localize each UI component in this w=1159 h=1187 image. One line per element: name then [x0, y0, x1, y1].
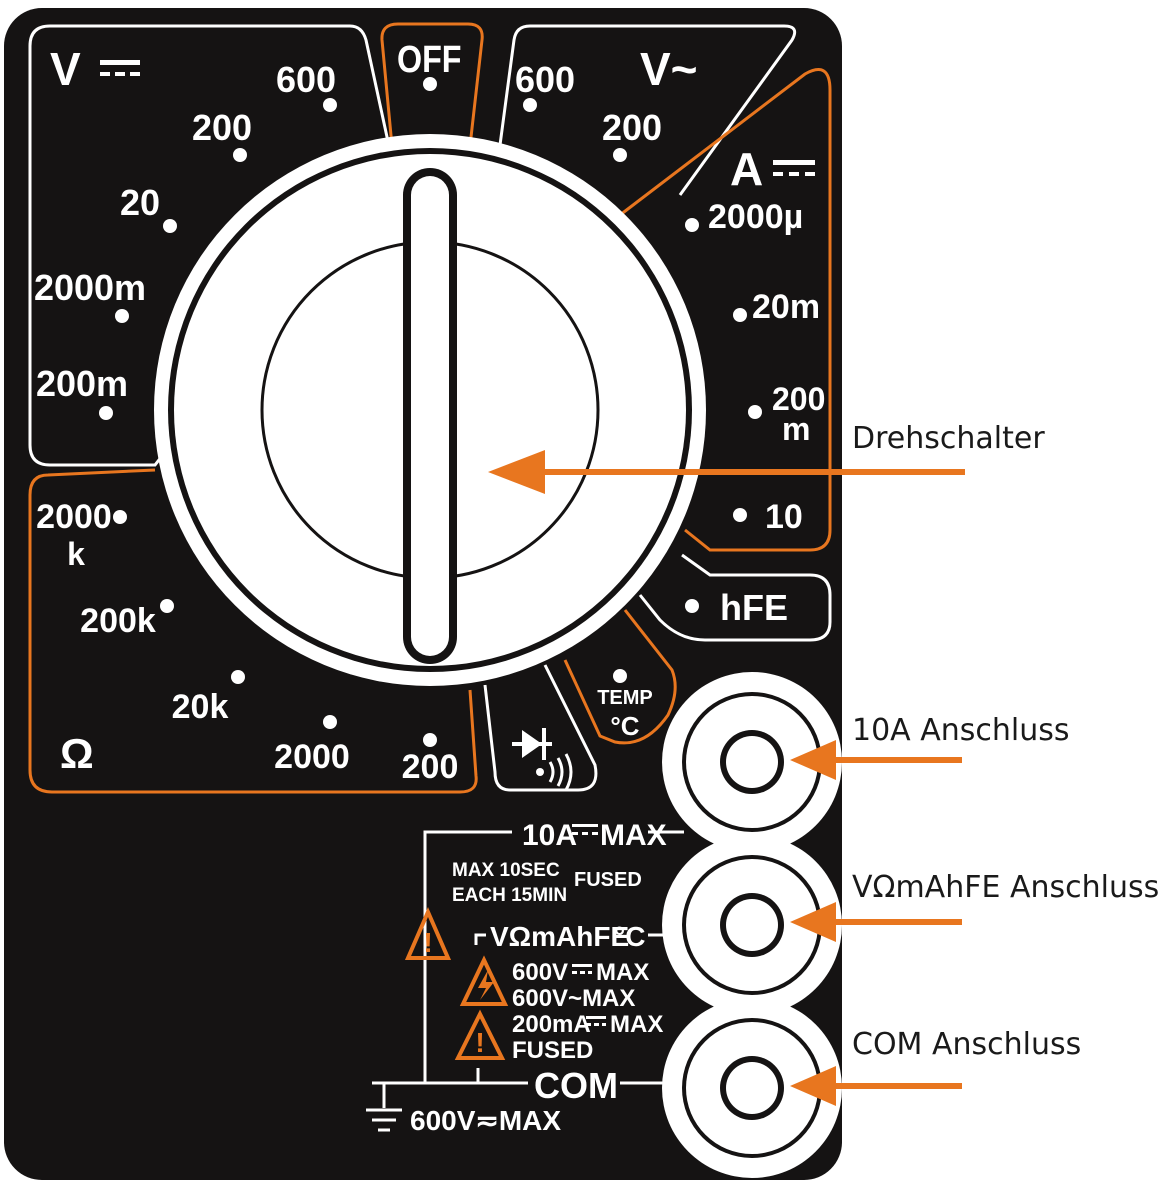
- hfe-dot: [685, 599, 699, 613]
- dcv-v-letter: V: [50, 43, 81, 95]
- dcv-range-label: 2000m: [34, 267, 146, 308]
- high-voltage-warning-icon: [459, 955, 509, 1006]
- rating-max-10sec: MAX 10SEC: [452, 860, 560, 881]
- rating-600v-dc: 600V: [512, 959, 568, 986]
- arrow-jack-com: [790, 1066, 962, 1106]
- acv-range-label: 600: [515, 59, 575, 100]
- arrow-jack-10a: [790, 740, 962, 780]
- rating-deg-c: °C: [614, 921, 645, 952]
- acv-section-outline: [496, 24, 797, 196]
- rating-fused-bottom: FUSED: [512, 1037, 593, 1064]
- ohm-range-dot: [423, 733, 437, 747]
- jack-vomah[interactable]: [662, 835, 842, 1015]
- rotary-switch[interactable]: [154, 134, 706, 686]
- acv-symbol: V~: [640, 43, 698, 95]
- dca-section-outline: [619, 68, 832, 552]
- ohm-ranges: 2000 k 200k 20k 2000 200: [36, 498, 458, 786]
- hfe-label: hFE: [720, 587, 788, 628]
- acv-ranges: 600 200: [515, 59, 662, 162]
- dcv-range-label: 200: [192, 107, 252, 148]
- svg-text:!: !: [423, 927, 432, 958]
- dca-range-dot: [748, 405, 762, 419]
- off-dot: [423, 77, 437, 91]
- dcv-range-dot: [163, 219, 177, 233]
- arrow-drehschalter: [488, 450, 965, 494]
- rating-600v-ac: 600V~MAX: [512, 985, 635, 1012]
- dcv-ranges: 600 200 20 2000m 200m: [34, 59, 337, 420]
- off-section-outline: [380, 22, 484, 147]
- diode-section-outline: [483, 664, 598, 792]
- rating-ground-max: 600V≂MAX: [410, 1105, 561, 1136]
- rating-com: COM: [534, 1065, 618, 1106]
- dca-range-dot: [685, 218, 699, 232]
- arrow-jack-vomah: [790, 902, 962, 942]
- rating-vomah: VΩmAhFE: [490, 921, 629, 952]
- ohm-range-label: 200: [402, 748, 459, 786]
- dca-a-letter: A: [730, 143, 763, 195]
- rating-fused-top: FUSED: [574, 869, 642, 891]
- ohm-range-label: 200k: [80, 602, 156, 640]
- dca-range-label: 20m: [752, 288, 820, 326]
- rating-wiring: [372, 830, 684, 1108]
- dca-range-label: m: [782, 411, 810, 447]
- svg-text:!: !: [475, 1027, 484, 1058]
- annotation-jack-10a: 10A Anschluss: [852, 713, 1070, 748]
- dcv-range-dot: [323, 98, 337, 112]
- ohm-section-outline: [28, 468, 478, 794]
- dcv-range-label: 20: [120, 182, 160, 223]
- hfe-section-outline: [638, 553, 832, 642]
- ground-icon: [366, 1108, 402, 1132]
- ohm-range-dot: [231, 670, 245, 684]
- annotation-jack-com: COM Anschluss: [852, 1027, 1081, 1062]
- rotary-switch-pointer-groove: [411, 176, 449, 656]
- warning-icon: !: [404, 906, 452, 960]
- temp-section-outline: [563, 609, 677, 745]
- dca-range-label: 10: [765, 498, 803, 536]
- ohm-range-dot: [113, 510, 127, 524]
- rating-10a: 10A: [522, 819, 577, 852]
- dcv-range-dot: [99, 406, 113, 420]
- rating-200ma-max: MAX: [610, 1011, 663, 1038]
- ohm-symbol: Ω: [60, 730, 94, 777]
- temp-dot: [613, 669, 627, 683]
- ohm-range-dot: [160, 599, 174, 613]
- annotation-jack-vomah: VΩmAhFE Anschluss: [852, 870, 1159, 905]
- dca-range-dot: [733, 508, 747, 522]
- dc-symbol-icon: [572, 964, 592, 974]
- dcv-range-label: 200m: [36, 363, 128, 404]
- dc-symbol-icon: [586, 1016, 606, 1026]
- diode-buzzer-icon: [512, 728, 573, 791]
- dcv-range-dot: [233, 148, 247, 162]
- temp-unit-label: °C: [610, 711, 639, 741]
- warning-icon: !: [454, 1009, 506, 1060]
- rating-10a-max: MAX: [600, 819, 667, 852]
- dca-ranges: 2000µ 20m 200 m 10: [685, 198, 825, 536]
- dcv-range-label: 600: [276, 59, 336, 100]
- acv-range-label: 200: [602, 107, 662, 148]
- acv-range-dot: [523, 98, 537, 112]
- ohm-range-label: 2000: [274, 738, 350, 776]
- acv-range-dot: [613, 148, 627, 162]
- ohm-range-label: k: [67, 536, 85, 572]
- jack-com[interactable]: [662, 998, 842, 1178]
- rating-200ma: 200mA: [512, 1011, 591, 1038]
- rating-600v-dc-max: MAX: [596, 959, 649, 986]
- dca-range-label: 2000µ: [708, 198, 803, 236]
- dc-symbol-icon: [572, 824, 598, 835]
- ohm-range-label: 2000: [36, 498, 112, 536]
- dca-symbol: A: [730, 143, 815, 195]
- dcv-range-dot: [115, 309, 129, 323]
- dcv-section-outline: [28, 24, 394, 467]
- annotation-drehschalter: Drehschalter: [852, 421, 1045, 456]
- dcv-symbol: V: [50, 43, 140, 95]
- temp-label: TEMP: [597, 687, 653, 709]
- jack-10a[interactable]: [662, 672, 842, 852]
- dca-range-dot: [733, 308, 747, 322]
- ohm-range-dot: [323, 715, 337, 729]
- dca-range-label: 200: [772, 381, 825, 417]
- off-label: OFF: [397, 39, 462, 81]
- rating-each-15min: EACH 15MIN: [452, 885, 567, 906]
- ohm-range-label: 20k: [172, 688, 229, 726]
